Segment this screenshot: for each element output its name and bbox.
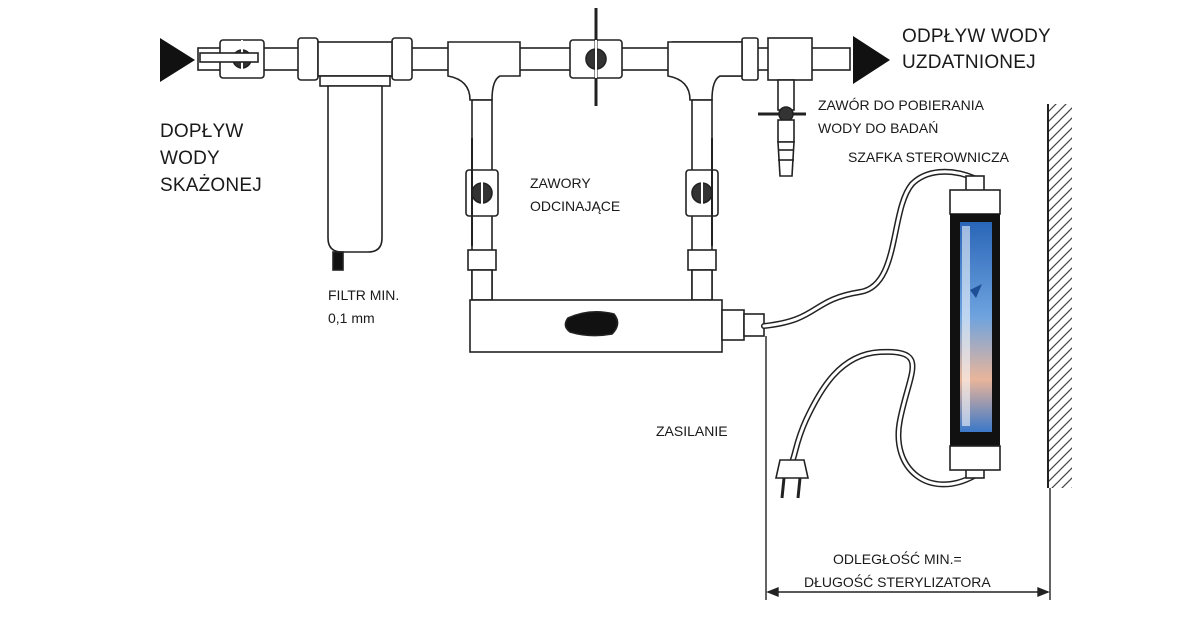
outlet-label: ODPŁYW WODY UZDATNIONEJ (902, 26, 1051, 73)
sampling-valve (758, 37, 813, 177)
distance-label: ODLEGŁOŚĆ MIN.= DŁUGOŚĆ STERYLIZATORA (804, 551, 991, 590)
power-label: ZASILANIE (656, 423, 728, 439)
inlet-valve (199, 39, 265, 79)
distance-dimension (765, 336, 1051, 600)
uv-sterilizer (469, 299, 765, 353)
power-plug-icon (775, 459, 809, 499)
inlet-arrow-icon (160, 38, 195, 82)
shutoff-valve-left (465, 138, 499, 246)
sampling-valve-label: ZAWÓR DO POBIERANIA WODY DO BADAŃ (818, 97, 984, 136)
inlet-label: DOPŁYW WODY SKAŻONEJ (160, 121, 262, 196)
outlet-arrow-icon (853, 36, 890, 84)
shutoff-valves-label: ZAWORY ODCINAJĄCE (530, 175, 621, 214)
control-cabinet-label: SZAFKA STEROWNICZA (848, 149, 1010, 165)
wall (1047, 104, 1072, 488)
shutoff-valve-right (685, 138, 719, 246)
power-cables (761, 168, 977, 488)
bypass-valve (569, 8, 623, 106)
tee-fittings (447, 41, 743, 101)
filter (317, 41, 393, 271)
control-cabinet (949, 175, 1001, 479)
filter-label: FILTR MIN. 0,1 mm (328, 287, 400, 326)
